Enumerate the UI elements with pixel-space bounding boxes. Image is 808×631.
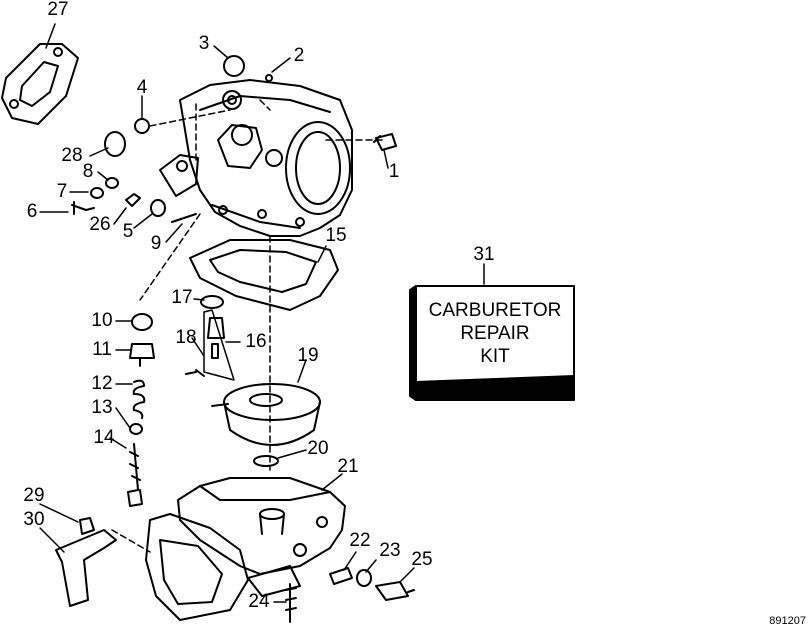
callout-11: 11 xyxy=(92,339,112,360)
callout-24: 24 xyxy=(248,591,270,612)
callout-5: 5 xyxy=(123,221,134,242)
kit-box-text: CARBURETOR REPAIR KIT xyxy=(429,300,562,367)
figure-id: 891207 xyxy=(769,615,806,627)
callout-22: 22 xyxy=(349,530,370,551)
callout-15: 15 xyxy=(325,225,346,246)
callout-labels: 27 3 2 4 28 8 7 6 26 5 9 1 15 31 17 10 1… xyxy=(23,0,494,612)
callout-14: 14 xyxy=(93,427,115,448)
fastener-parts xyxy=(55,55,415,623)
kit-line-2: REPAIR xyxy=(460,323,529,344)
callout-2: 2 xyxy=(294,45,305,66)
callout-20: 20 xyxy=(307,438,328,459)
callout-29: 29 xyxy=(23,485,44,506)
callout-23: 23 xyxy=(379,540,400,561)
callout-4: 4 xyxy=(137,77,148,98)
callout-16: 16 xyxy=(245,331,266,352)
bowl-gasket-part xyxy=(189,239,339,311)
flange-gasket-part xyxy=(1,43,79,125)
kit-line-1: CARBURETOR xyxy=(429,300,562,321)
callout-17: 17 xyxy=(171,287,192,308)
callout-9: 9 xyxy=(151,233,162,254)
callout-31: 31 xyxy=(473,244,494,265)
leader-lines xyxy=(39,23,485,603)
callout-13: 13 xyxy=(91,397,112,418)
callout-28: 28 xyxy=(61,145,82,166)
kit-line-3: KIT xyxy=(480,346,510,367)
float-bowl-part xyxy=(145,477,346,621)
callout-25: 25 xyxy=(411,549,432,570)
callout-19: 19 xyxy=(297,345,318,366)
callout-21: 21 xyxy=(337,456,358,477)
carburetor-body-part xyxy=(159,79,353,237)
callout-1: 1 xyxy=(389,161,400,182)
callout-30: 30 xyxy=(23,509,44,530)
callout-6: 6 xyxy=(27,201,38,222)
callout-3: 3 xyxy=(199,33,210,54)
callout-12: 12 xyxy=(91,373,112,394)
callout-10: 10 xyxy=(91,310,112,331)
callout-26: 26 xyxy=(89,214,110,235)
callout-27: 27 xyxy=(47,0,68,20)
callout-18: 18 xyxy=(175,327,196,348)
callout-7: 7 xyxy=(57,181,68,202)
repair-kit-box xyxy=(409,285,575,401)
float-part xyxy=(211,383,321,446)
callout-8: 8 xyxy=(83,161,94,182)
alignment-lines xyxy=(111,99,387,553)
